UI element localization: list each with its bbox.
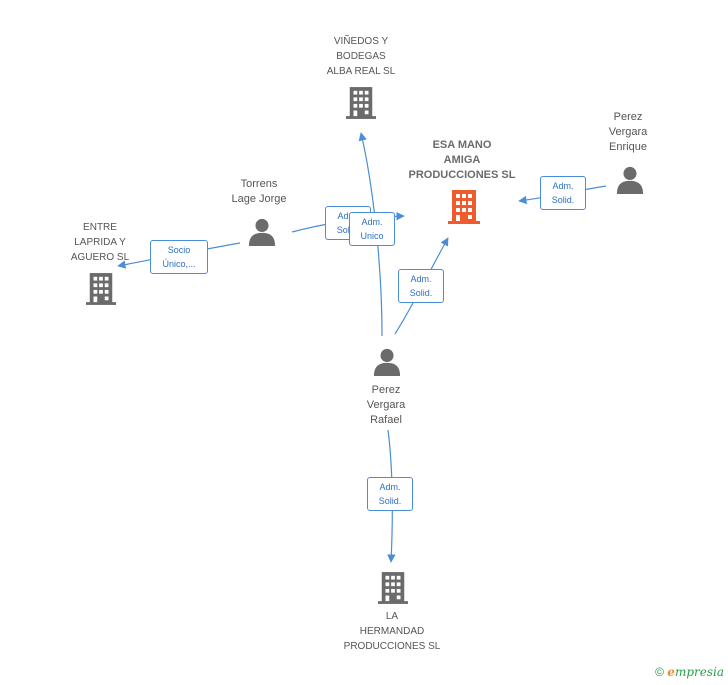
- person-icon[interactable]: [373, 348, 401, 376]
- building-icon[interactable]: [86, 273, 116, 305]
- node-label-torrens[interactable]: Torrens Lage Jorge: [231, 178, 287, 205]
- node-label-vinedos[interactable]: VIÑEDOS Y BODEGAS ALBA REAL SL: [326, 36, 396, 77]
- node-label-perez-enrique[interactable]: Perez Vergara Enrique: [608, 111, 648, 153]
- copyright-symbol: ©: [655, 665, 664, 679]
- edge-label-torrens-entre: Socio Único,...: [150, 240, 208, 274]
- edge-label-rafael-vinedos: Adm. Unico: [349, 212, 395, 246]
- building-icon[interactable]: [346, 87, 376, 119]
- edge-label-rafael-esa: Adm. Solid.: [398, 269, 444, 303]
- building-icon[interactable]: [448, 190, 480, 224]
- footer-brand[interactable]: © empresia: [655, 665, 724, 679]
- node-label-la-hermandad[interactable]: LA HERMANDAD PRODUCCIONES SL: [343, 611, 441, 652]
- building-icon[interactable]: [378, 572, 408, 604]
- person-icon[interactable]: [616, 166, 644, 194]
- edge-label-rafael-hermandad: Adm. Solid.: [367, 477, 413, 511]
- node-label-entre-laprida[interactable]: ENTRE LAPRIDA Y AGUERO SL: [70, 222, 130, 263]
- person-icon[interactable]: [248, 218, 276, 246]
- brand-logo: empresia: [667, 665, 724, 679]
- node-label-esa-mano[interactable]: ESA MANO AMIGA PRODUCCIONES SL: [408, 139, 516, 181]
- edge-label-enrique-esa: Adm. Solid.: [540, 176, 586, 210]
- node-label-perez-rafael[interactable]: Perez Vergara Rafael: [366, 384, 406, 426]
